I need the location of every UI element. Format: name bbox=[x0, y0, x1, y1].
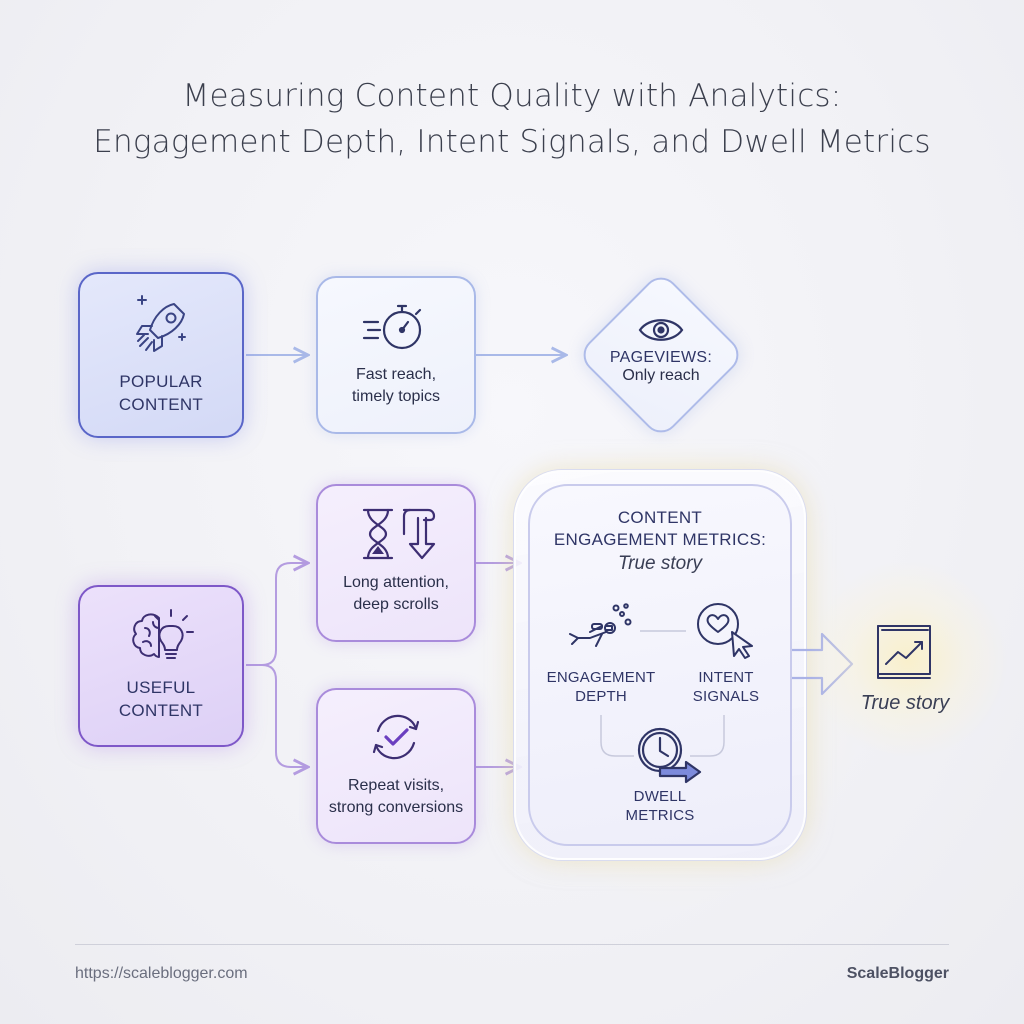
engagement-metrics-box bbox=[528, 484, 792, 846]
intent-signals-label: INTENT SIGNALS bbox=[676, 668, 776, 706]
popular-content-line-1: POPULAR bbox=[119, 372, 203, 391]
hourglass-scroll-icon bbox=[362, 508, 436, 560]
popular-content-line-2: CONTENT bbox=[118, 395, 204, 414]
engagement-metrics-title-line-1: CONTENT bbox=[617, 508, 703, 527]
fast-reach-box: Fast reach, timely topics bbox=[316, 276, 476, 434]
eye-icon bbox=[638, 319, 684, 341]
diagram-title-line-2: Engagement Depth, Intent Signals, and Dw… bbox=[93, 124, 931, 160]
diagram-title-line-1: Measuring Content Quality with Analytics… bbox=[182, 78, 842, 114]
heart-cursor-icon bbox=[697, 603, 753, 659]
true-story-label: True story bbox=[860, 692, 950, 714]
rocket-icon bbox=[136, 295, 186, 352]
repeat-visits-line-1: Repeat visits, bbox=[347, 777, 445, 794]
footer-divider bbox=[75, 944, 949, 945]
footer-brand: ScaleBlogger bbox=[846, 965, 949, 982]
useful-content-box: USEFUL CONTENT bbox=[78, 585, 244, 747]
popular-content-box: POPULAR CONTENT bbox=[78, 272, 244, 438]
long-attention-box: Long attention, deep scrolls bbox=[316, 484, 476, 642]
long-attention-line-1: Long attention, bbox=[343, 574, 449, 591]
engagement-metrics-subtitle: True story bbox=[617, 553, 703, 574]
clock-arrow-icon bbox=[637, 727, 702, 784]
dwell-metrics-label: DWELL METRICS bbox=[610, 787, 710, 825]
intent-signals-line-2: SIGNALS bbox=[692, 688, 760, 705]
engagement-metrics-title-line-2: ENGAGEMENT METRICS: bbox=[553, 530, 767, 549]
dwell-metrics-line-1: DWELL bbox=[633, 788, 687, 805]
useful-content-line-1: USEFUL bbox=[126, 678, 196, 697]
chart-book-icon bbox=[877, 625, 931, 679]
pageviews-diamond: PAGEVIEWS: Only reach bbox=[576, 270, 746, 440]
long-attention-line-2: deep scrolls bbox=[353, 596, 439, 613]
stopwatch-icon bbox=[362, 304, 422, 350]
dwell-metrics-line-2: METRICS bbox=[625, 807, 695, 824]
engagement-depth-line-1: ENGAGEMENT bbox=[546, 669, 656, 686]
fast-reach-line-1: Fast reach, bbox=[355, 366, 437, 383]
engagement-depth-line-2: DEPTH bbox=[575, 688, 627, 705]
footer-url[interactable]: https://scaleblogger.com bbox=[75, 965, 248, 982]
diver-icon bbox=[569, 603, 632, 647]
intent-signals-line-1: INTENT bbox=[698, 669, 754, 686]
pageviews-title: PAGEVIEWS: bbox=[609, 349, 713, 366]
repeat-check-icon bbox=[372, 714, 420, 760]
useful-content-line-2: CONTENT bbox=[118, 701, 204, 720]
arrow-useful-to-repeat-visits bbox=[261, 664, 308, 767]
pageviews-sub: Only reach bbox=[622, 367, 700, 384]
repeat-visits-line-2: strong conversions bbox=[328, 799, 464, 816]
engagement-depth-label: ENGAGEMENT DEPTH bbox=[540, 668, 662, 706]
fast-reach-line-2: timely topics bbox=[351, 388, 441, 405]
engagement-metrics-title: CONTENT ENGAGEMENT METRICS: bbox=[528, 507, 792, 551]
arrow-useful-to-long-attention bbox=[246, 563, 308, 666]
brain-bulb-icon bbox=[132, 609, 194, 659]
repeat-visits-box: Repeat visits, strong conversions bbox=[316, 688, 476, 844]
